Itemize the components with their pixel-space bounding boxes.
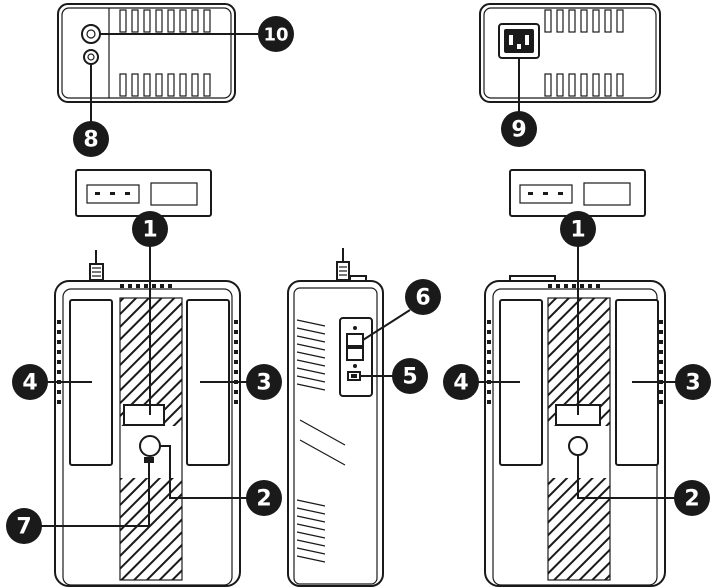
callout-3-right: 3 [675,364,711,400]
power-button [139,435,161,457]
side-vents [296,319,326,563]
side-view [287,248,411,587]
side-vent-dots-right [234,320,238,404]
center-panel-bottom [120,478,182,580]
svg-text:4: 4 [453,371,468,396]
top-vent-dots-right [548,284,600,288]
svg-text:8: 8 [83,128,98,153]
power-cord-side [336,248,350,281]
callout-1-right: 1 [560,211,596,247]
side-vent-dots-left [57,320,61,404]
side-vent-dots-right-2 [659,320,663,404]
callout-3-left: 3 [246,364,282,400]
svg-text:1: 1 [142,218,157,243]
power-button-right [568,436,588,456]
vent-slots-top-right [544,9,624,33]
callout-6: 6 [405,279,441,315]
callout-9: 9 [501,111,537,147]
front-view-left [54,250,241,587]
svg-text:10: 10 [263,25,288,46]
callout-2-right: 2 [674,480,710,516]
vent-slots-top [119,9,211,33]
vent-slots-bottom-right [544,73,624,97]
top-vent-dots [120,284,172,288]
svg-text:4: 4 [22,371,37,396]
lcd-panel-left [75,169,212,217]
svg-text:2: 2 [256,487,271,512]
svg-text:9: 9 [511,118,526,143]
svg-text:1: 1 [570,218,585,243]
svg-text:5: 5 [402,365,417,390]
power-cord [89,250,104,281]
callout-5: 5 [392,358,428,394]
callout-4-left: 4 [12,364,48,400]
svg-text:6: 6 [415,286,430,311]
svg-text:3: 3 [685,371,700,396]
vent-slots-bottom [119,73,211,97]
rear-view-left [57,3,258,122]
leader-lines [36,240,680,527]
usb-led [144,457,154,463]
callout-10: 10 [258,16,294,52]
callout-8: 8 [73,121,109,157]
callout-7: 7 [6,508,42,544]
callout-4-right: 4 [443,364,479,400]
side-vent-dots-left-2 [487,320,491,404]
svg-text:3: 3 [256,371,271,396]
svg-text:7: 7 [16,515,31,540]
svg-text:2: 2 [684,487,699,512]
callout-1-left: 1 [132,211,168,247]
rear-view-right [479,3,661,112]
lcd-panel-right [509,169,646,217]
unit-lcd [123,404,165,426]
callout-2-left: 2 [246,480,282,516]
front-view-right [484,275,666,587]
